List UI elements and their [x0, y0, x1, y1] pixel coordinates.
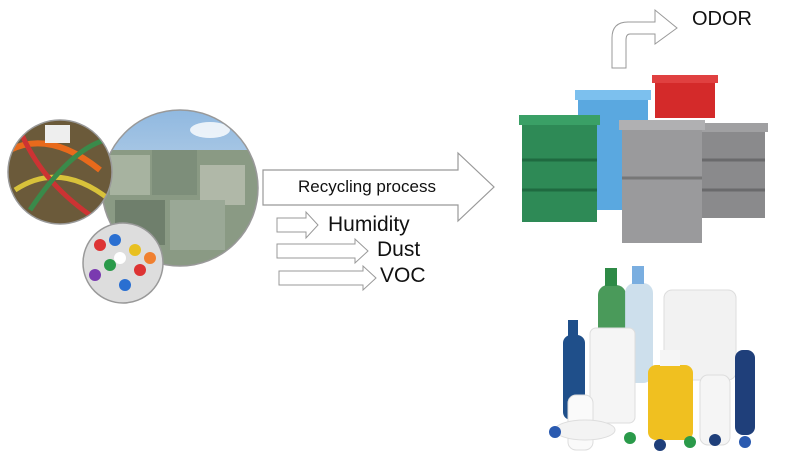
dust-arrow — [276, 237, 369, 265]
voc-arrow — [278, 264, 377, 292]
dust-label: Dust — [377, 238, 421, 261]
voc-label: VOC — [380, 264, 426, 287]
recycled-plastic-bottles — [549, 266, 755, 451]
odor-bent-arrow — [611, 8, 678, 69]
recycling-process-arrow — [262, 151, 495, 223]
plastic-waste-collage — [7, 109, 259, 304]
humidity-label: Humidity — [328, 213, 410, 236]
recycling-process-label: Recycling process — [298, 177, 436, 196]
recycled-plastic-crates — [519, 75, 768, 243]
humidity-arrow — [276, 210, 319, 240]
odor-label: ODOR — [692, 8, 752, 30]
